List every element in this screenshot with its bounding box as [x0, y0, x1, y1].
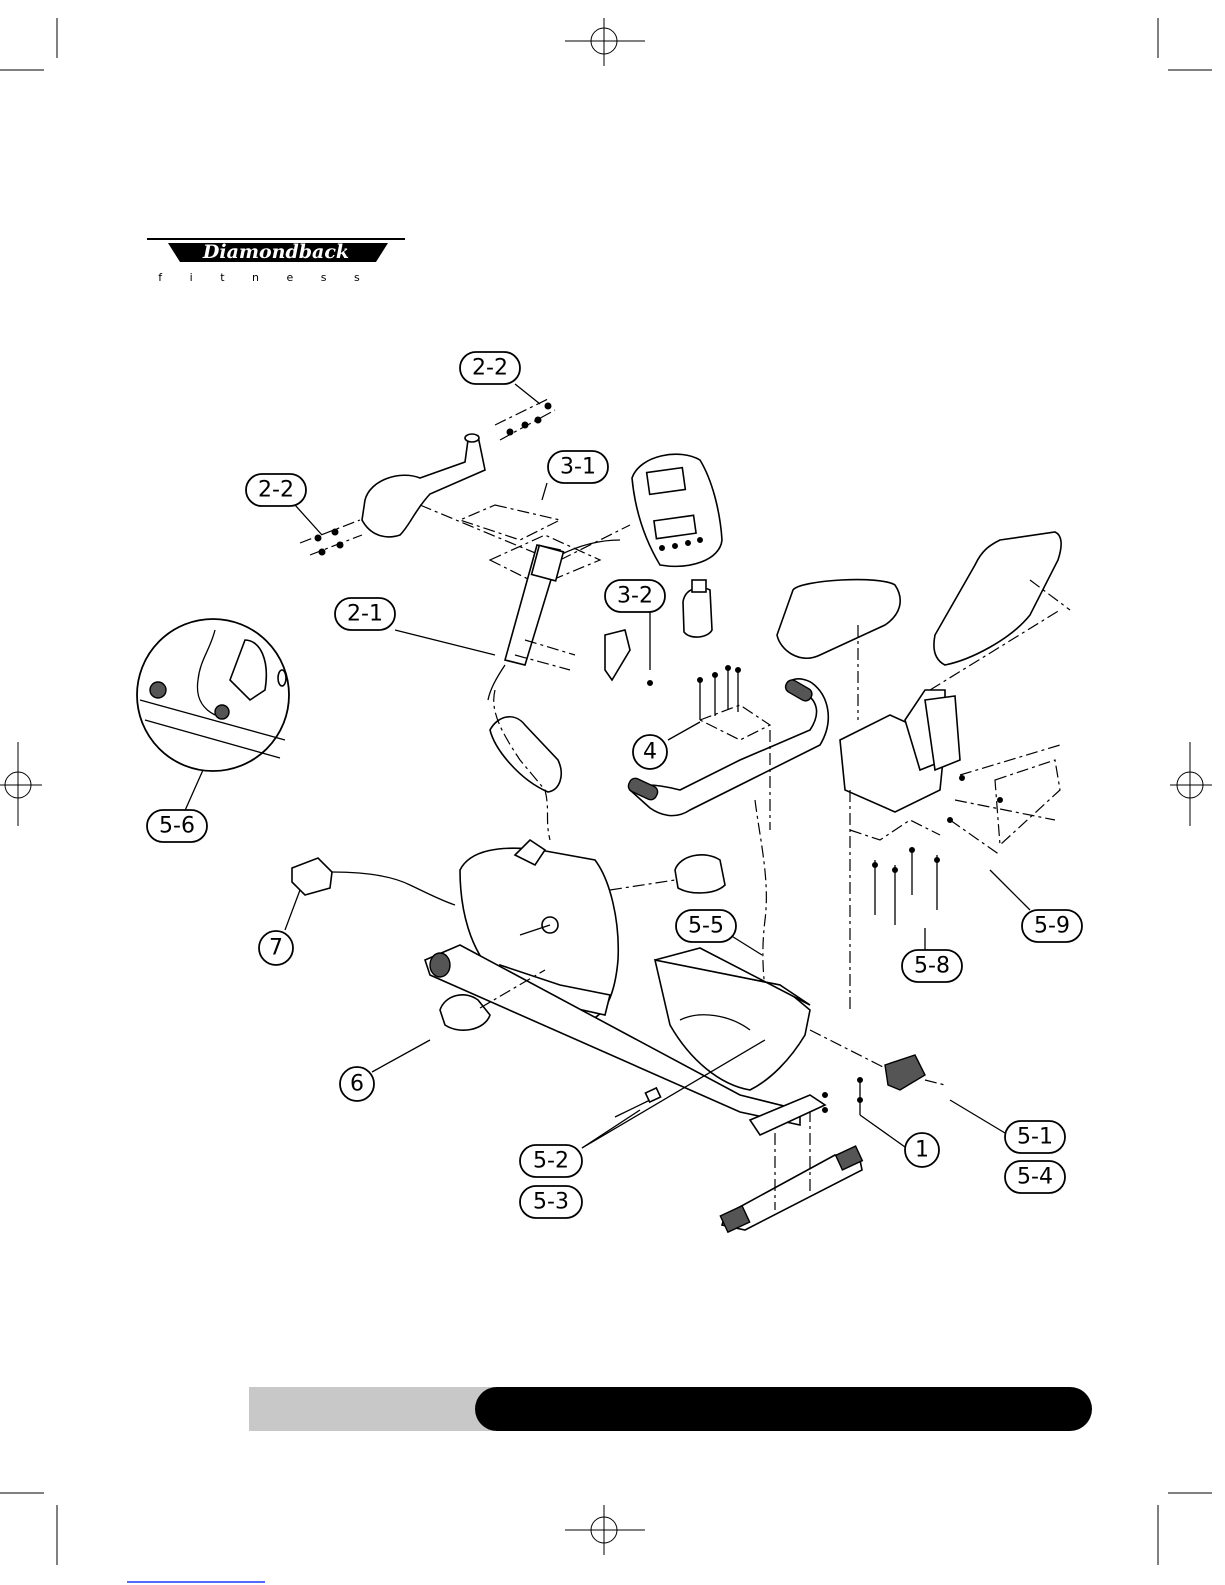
callout-5-5: 5-5 [676, 910, 736, 942]
callout-label: 6 [350, 1072, 364, 1097]
handlebar-bolts-top [495, 398, 555, 440]
callout-label: 4 [643, 740, 657, 765]
front-bolt [615, 1088, 661, 1117]
callout-label: 3-1 [560, 455, 596, 480]
logo-brand-text: Diamondback [202, 241, 349, 263]
seat-cushion [777, 580, 900, 720]
callout-label: 1 [915, 1138, 929, 1163]
logo-sub-text: f i t n e s s [158, 271, 371, 284]
console-bracket-assembly [420, 505, 630, 585]
callout-label: 2-1 [347, 602, 383, 627]
right-pedal [610, 855, 725, 893]
registration-mark-right [1170, 742, 1212, 826]
callout-5-3: 5-3 [520, 1186, 582, 1218]
upper-handlebar [362, 434, 485, 537]
callout-2-1: 2-1 [335, 598, 395, 630]
callout-label: 5-2 [533, 1149, 569, 1174]
water-bottle [683, 580, 712, 637]
console [632, 454, 722, 566]
callout-5-6: 5-6 [147, 810, 207, 842]
callout-5-1: 5-1 [1005, 1121, 1065, 1153]
mast-shroud [490, 690, 561, 840]
callout-5-4: 5-4 [1005, 1161, 1065, 1193]
callout-label: 5-4 [1017, 1165, 1053, 1190]
seat-bolts-rear [948, 745, 1061, 855]
registration-mark-left [0, 742, 42, 826]
callout-label: 5-5 [688, 914, 724, 939]
back-rest [934, 532, 1070, 665]
bottle-holder [605, 630, 653, 686]
registration-mark-bottom [565, 1505, 645, 1555]
brand-logo: Diamondback f i t n e s s [147, 239, 405, 284]
callout-7: 7 [259, 931, 293, 965]
callout-4: 4 [633, 735, 667, 769]
callout-2-2-top: 2-2 [460, 352, 520, 384]
callout-3-2: 3-2 [605, 580, 665, 612]
callout-label: 2-2 [258, 478, 294, 503]
footer-gray-block [249, 1387, 499, 1431]
callout-2-2-left: 2-2 [246, 474, 306, 506]
seat-bolts-bottom [850, 820, 940, 925]
footer-bar [249, 1387, 1092, 1431]
power-adapter [292, 858, 455, 905]
callout-3-1: 3-1 [548, 451, 608, 483]
callout-label: 5-9 [1034, 914, 1070, 939]
callout-label: 5-8 [914, 954, 950, 979]
handlebar-bolts-left [300, 520, 362, 555]
callout-5-9: 5-9 [1022, 910, 1082, 942]
callout-label: 7 [269, 936, 283, 961]
callout-5-8: 5-8 [902, 950, 962, 982]
seat-handlebar-bolts [698, 666, 741, 721]
callout-6: 6 [340, 1067, 374, 1101]
console-mast [488, 545, 575, 700]
footer-black-pill [475, 1387, 1092, 1431]
callout-label: 5-3 [533, 1190, 569, 1215]
callout-label: 3-2 [617, 584, 653, 609]
end-cap [810, 1030, 945, 1090]
callout-label: 2-2 [472, 356, 508, 381]
rear-stabilizer [720, 1110, 862, 1232]
registration-mark-top [565, 18, 645, 66]
callout-label: 5-1 [1017, 1125, 1053, 1150]
callout-5-2: 5-2 [520, 1145, 582, 1177]
callout-1: 1 [905, 1133, 939, 1167]
detail-magnifier [137, 619, 289, 771]
callout-label: 5-6 [159, 814, 195, 839]
